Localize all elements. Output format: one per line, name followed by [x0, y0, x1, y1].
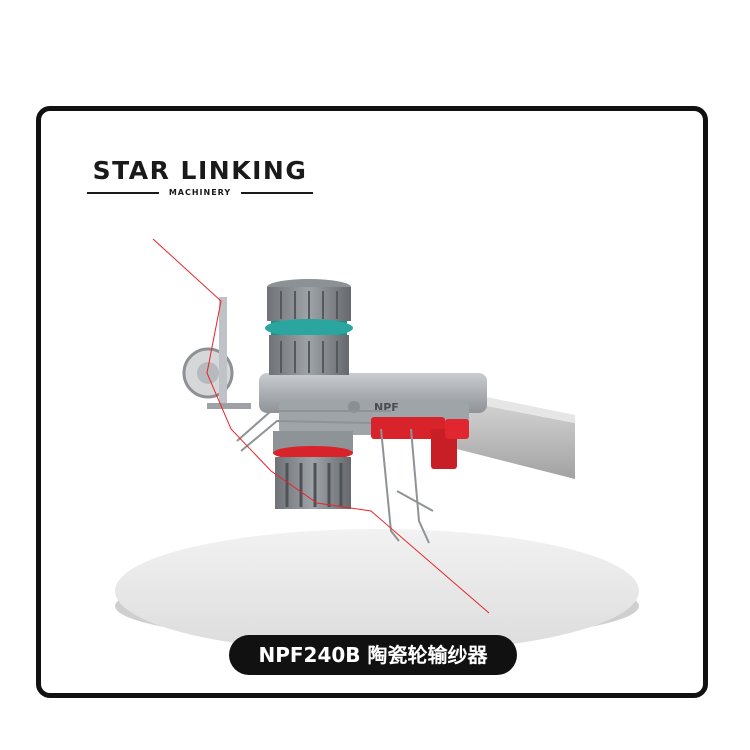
storage-wheel: [265, 279, 353, 375]
sensor-block: [371, 417, 469, 469]
device-label: NPF: [374, 401, 399, 414]
brand-subtitle: MACHINERY: [168, 188, 232, 197]
product-illustration: NPF: [115, 238, 639, 653]
yarn-line: [152, 238, 490, 614]
product-caption: NPF240B 陶瓷轮输纱器: [229, 635, 517, 675]
brand-name: STAR LINKING: [92, 156, 308, 185]
image-frame: STAR LINKING MACHINERY: [36, 106, 708, 698]
tension-disc: [182, 297, 251, 409]
brand-subtitle-row: MACHINERY: [87, 188, 313, 197]
divider-left: [87, 191, 159, 194]
divider-right: [241, 191, 313, 194]
guide-wires: [236, 410, 434, 544]
display-platform: [115, 529, 639, 653]
yarn-wheel: [273, 431, 353, 509]
brand-logo: STAR LINKING MACHINERY: [87, 157, 313, 197]
